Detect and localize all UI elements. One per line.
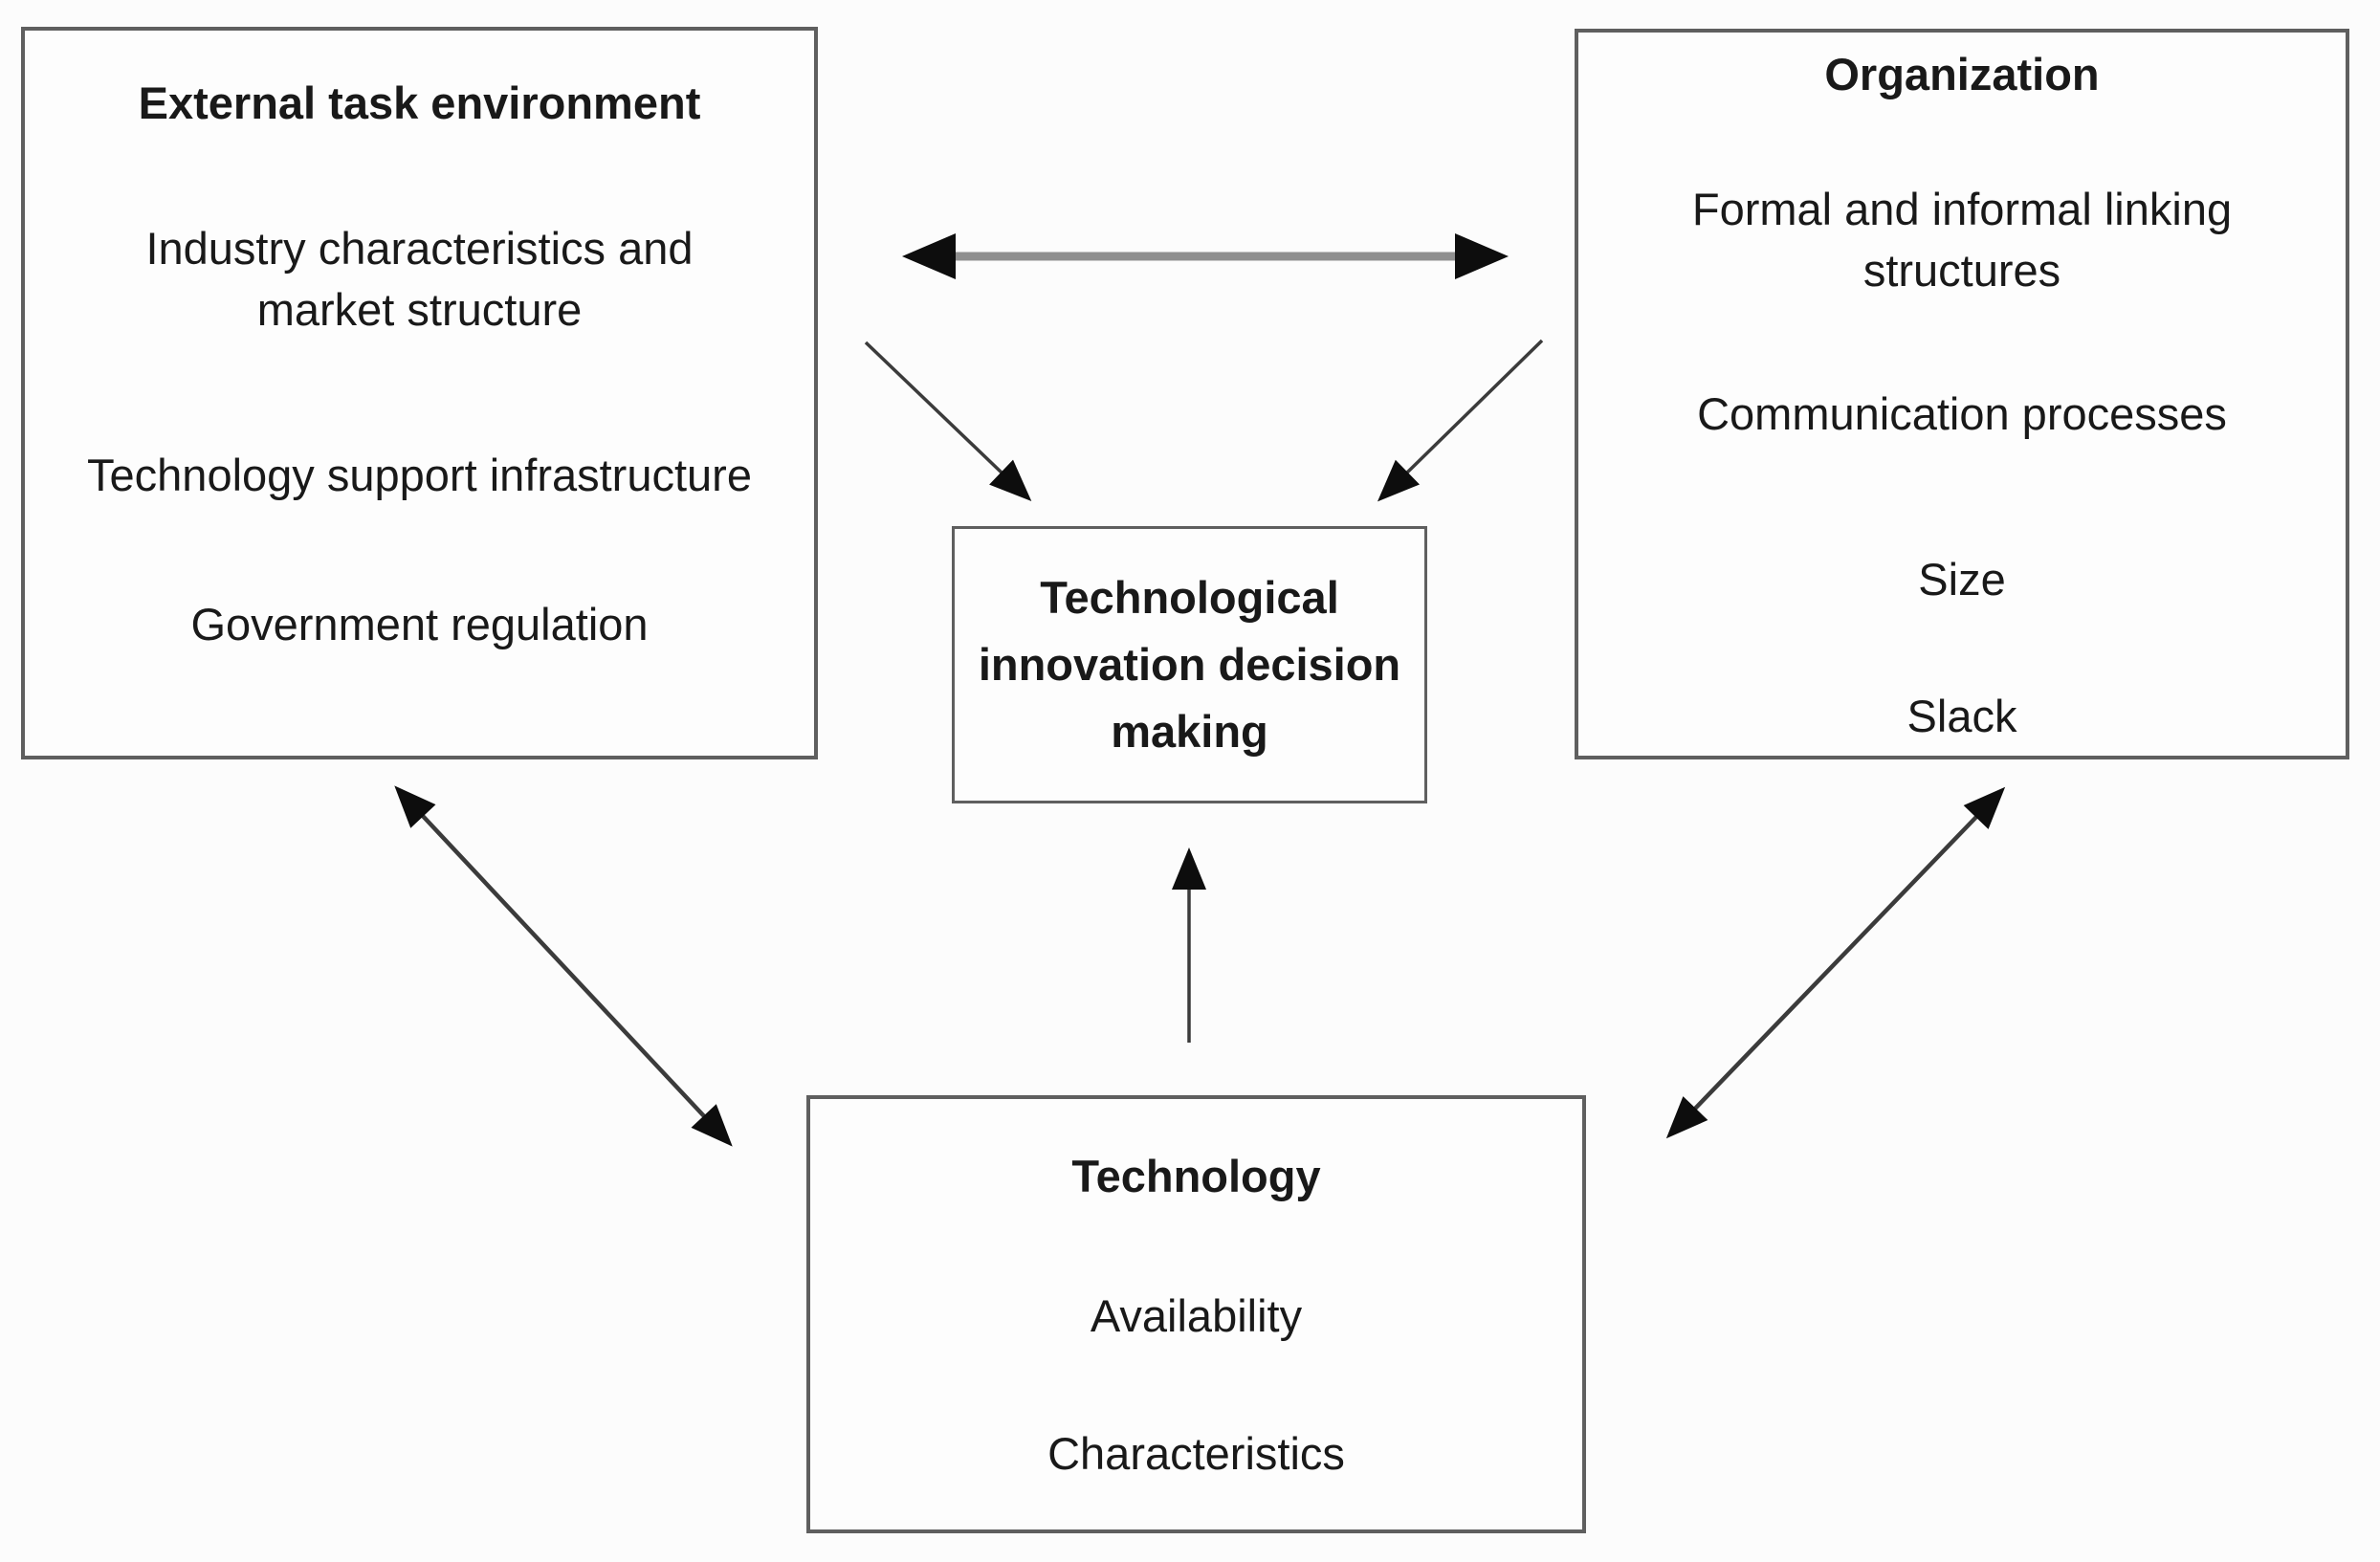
external-item-industry-characteristics: Industry characteristics and market stru… <box>145 223 694 335</box>
organization-item-communication-processes: Communication processes <box>1697 388 2227 439</box>
technology-title: Technology <box>1071 1151 1321 1201</box>
box-technological-innovation-decision-making: Technological innovation decision making <box>952 526 1427 803</box>
box-organization: Organization Formal and informal linking… <box>1575 29 2349 759</box>
box-technology: Technology Availability Characteristics <box>806 1095 1586 1533</box>
organization-item-size: Size <box>1918 554 2006 605</box>
external-item-technology-support: Technology support infrastructure <box>87 450 752 500</box>
technology-item-availability: Availability <box>1090 1290 1303 1341</box>
organization-item-linking-structures: Formal and informal linking structures <box>1691 184 2233 296</box>
technology-item-characteristics: Characteristics <box>1047 1428 1345 1479</box>
box-external-task-environment: External task environment Industry chara… <box>21 27 818 759</box>
decision-making-title: Technological innovation decision making <box>978 572 1401 757</box>
organization-title: Organization <box>1824 49 2100 99</box>
external-item-government-regulation: Government regulation <box>190 599 649 649</box>
organization-to-decision-arrow <box>1377 339 1544 502</box>
external-task-environment-title: External task environment <box>138 77 701 128</box>
external-to-decision-arrow <box>864 341 1032 502</box>
organization-item-slack: Slack <box>1906 691 2017 741</box>
external-technology-double-arrow <box>394 785 733 1147</box>
technology-organization-double-arrow <box>1665 786 2006 1139</box>
